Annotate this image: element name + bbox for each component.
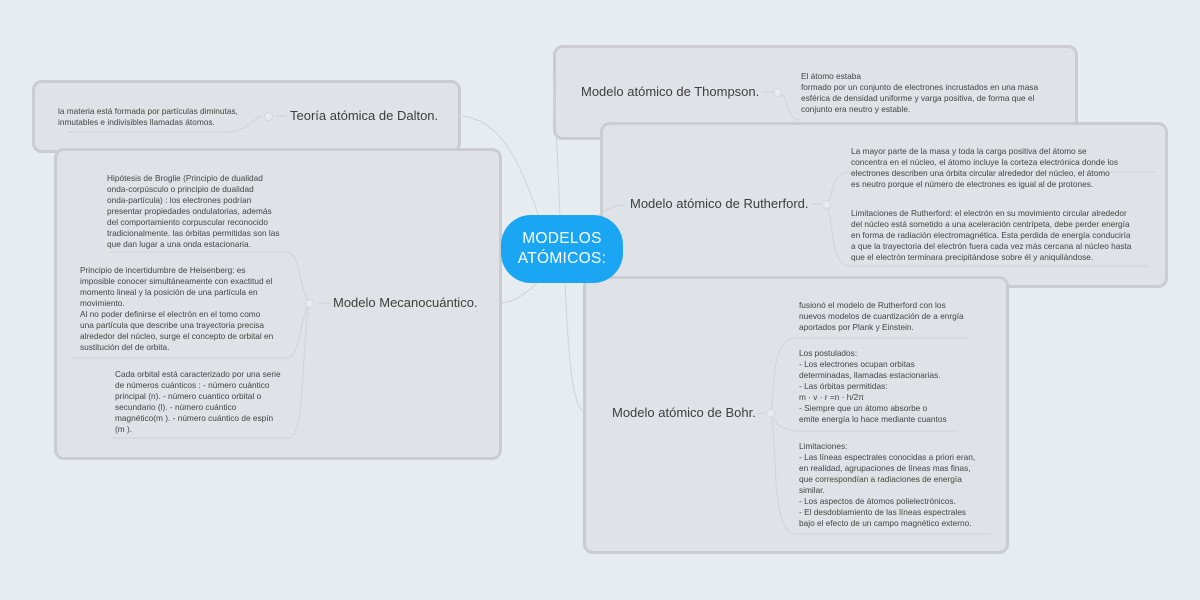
rutherford-connector-dot bbox=[822, 200, 831, 209]
topic-rutherford[interactable]: Modelo atómico de Rutherford. bbox=[630, 196, 809, 211]
central-topic[interactable]: MODELOS ATÓMICOS: bbox=[501, 215, 623, 283]
bohr-note-fusion[interactable]: fusionó el modelo de Rutherford con los … bbox=[799, 300, 964, 332]
bohr-note-postulates[interactable]: Los postulados: - Los electrones ocupan … bbox=[799, 348, 947, 424]
mecanocuantico-note-broglie[interactable]: Hipótesis de Broglie (Principio de duali… bbox=[107, 173, 280, 249]
thompson-note[interactable]: El átomo estaba formado por un conjunto … bbox=[801, 71, 1039, 114]
rutherford-group bbox=[600, 122, 1168, 288]
topic-dalton[interactable]: Teoría atómica de Dalton. bbox=[290, 108, 439, 123]
mecanocuantico-note-orbital[interactable]: Cada orbital está caracterizado por una … bbox=[115, 369, 281, 434]
mecanocuantico-note-heisenberg[interactable]: Principio de incertidumbre de Heisenberg… bbox=[80, 265, 274, 352]
thompson-connector-dot bbox=[773, 88, 782, 97]
mecanocuantico-group bbox=[54, 148, 502, 460]
bohr-connector-dot bbox=[766, 409, 775, 418]
dalton-note[interactable]: la materia está formada por partículas d… bbox=[58, 106, 238, 127]
topic-bohr[interactable]: Modelo atómico de Bohr. bbox=[612, 405, 756, 420]
topic-mecanocuantico[interactable]: Modelo Mecanocuántico. bbox=[333, 295, 478, 310]
dalton-connector-dot bbox=[264, 112, 273, 121]
rutherford-note-model[interactable]: La mayor parte de la masa y toda la carg… bbox=[851, 146, 1119, 189]
topic-thompson[interactable]: Modelo atómico de Thompson. bbox=[581, 84, 760, 99]
mecanocuantico-connector-dot bbox=[305, 299, 314, 308]
bohr-note-limitations[interactable]: Limitaciones: - Las líneas espectrales c… bbox=[799, 441, 976, 528]
bohr-group bbox=[583, 276, 1009, 554]
rutherford-note-limitations[interactable]: Limitaciones de Rutherford: el electrón … bbox=[851, 208, 1132, 262]
